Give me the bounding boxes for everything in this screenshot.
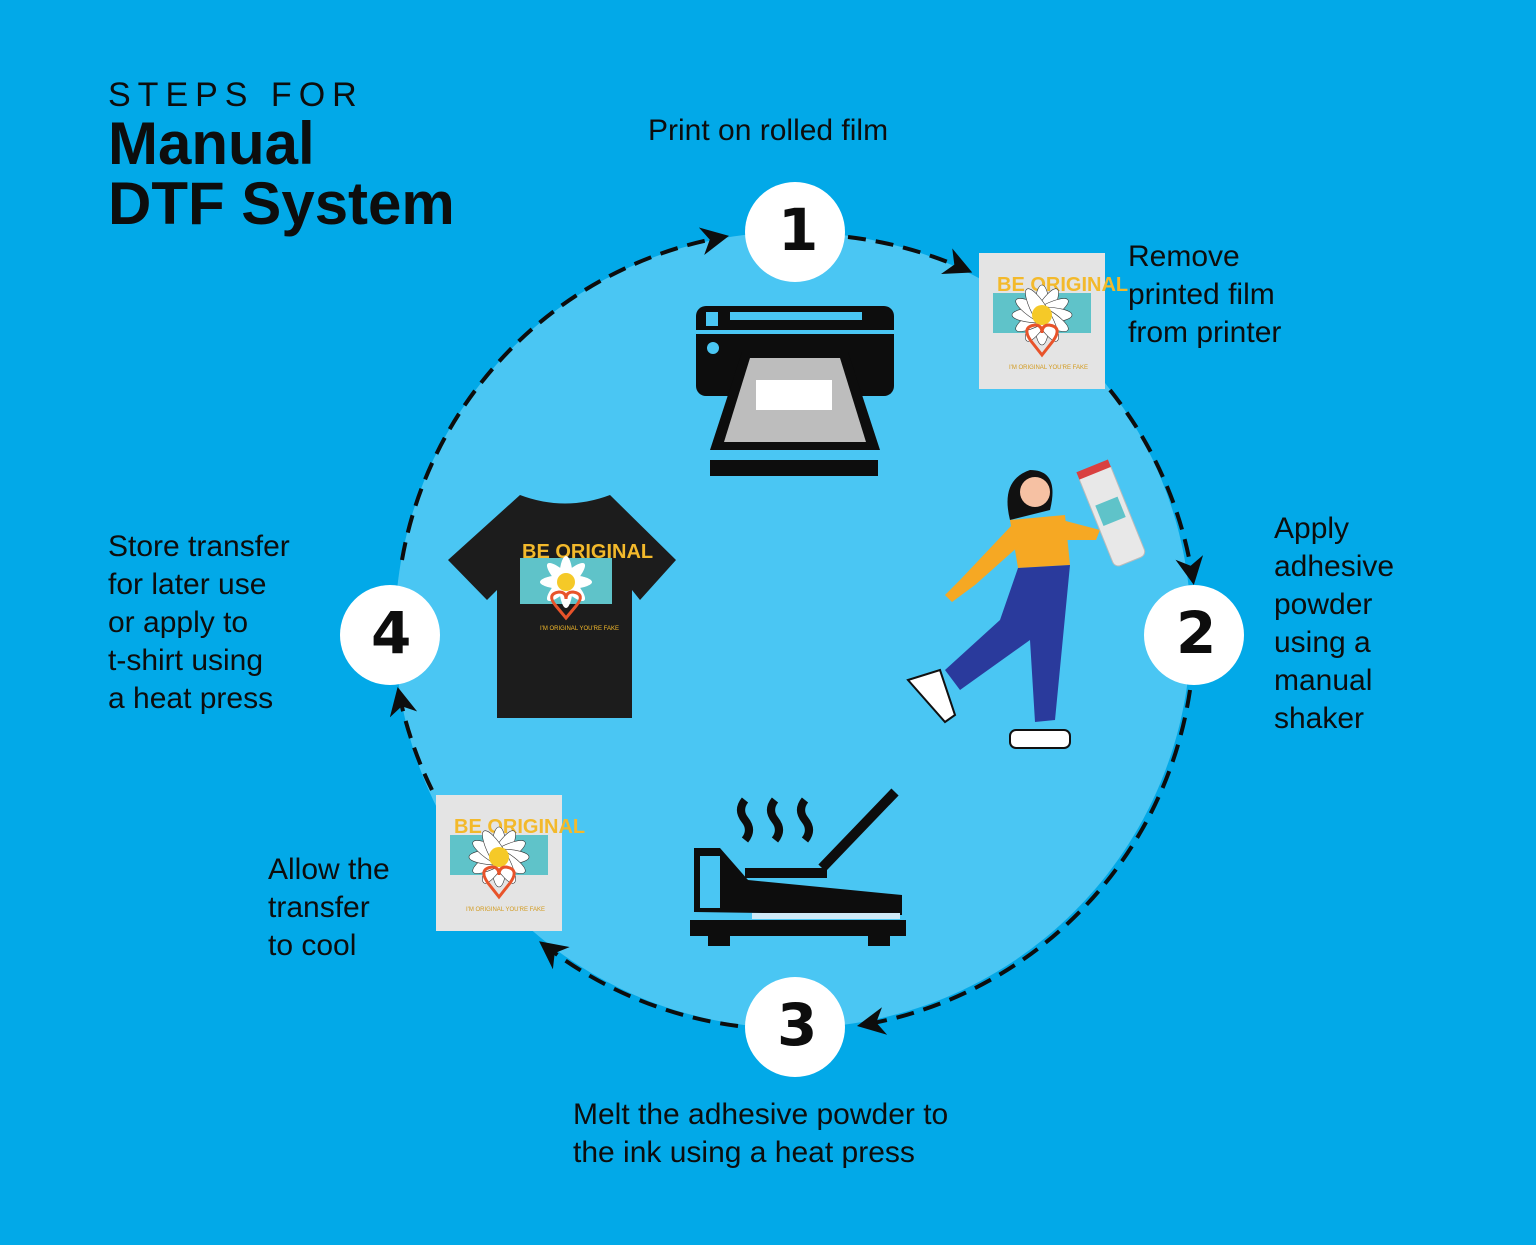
step-number-1: 1 bbox=[778, 196, 819, 264]
step-3-label: Melt the adhesive powder to the ink usin… bbox=[573, 1096, 948, 1172]
heat-press-icon bbox=[690, 788, 906, 946]
label-line: using a bbox=[1274, 626, 1371, 659]
label-line: from printer bbox=[1128, 316, 1282, 349]
label-line: Store transfer bbox=[108, 530, 290, 563]
page-title: Manual DTF System bbox=[108, 114, 455, 234]
arrow-1-to-film bbox=[847, 235, 973, 275]
step-1-label: Print on rolled film bbox=[648, 112, 888, 150]
label-line: transfer bbox=[268, 891, 370, 924]
title-line-system: DTF System bbox=[108, 170, 455, 237]
arrow-cool-to-4 bbox=[389, 687, 434, 791]
step-badge-4 bbox=[340, 585, 440, 685]
tshirt-illustration: BE ORIGINAL I'M ORIGINAL YOU'RE FAKE bbox=[448, 495, 676, 718]
label-line: for later use bbox=[108, 568, 267, 601]
label-line: the ink using a heat press bbox=[573, 1136, 915, 1169]
label-line: Apply bbox=[1274, 512, 1350, 545]
step-2-label: Apply adhesive powder using a manual sha… bbox=[1274, 510, 1394, 738]
label-line: a heat press bbox=[108, 682, 274, 715]
person-shaker-illustration bbox=[906, 459, 1146, 749]
svg-text:BE ORIGINAL: BE ORIGINAL bbox=[522, 541, 653, 563]
arrow-film-to-2 bbox=[1108, 388, 1204, 586]
label-line: adhesive bbox=[1274, 550, 1395, 583]
step-number-2: 2 bbox=[1176, 599, 1217, 667]
printed-film-illustration bbox=[977, 251, 1130, 391]
label-line: t-shirt using bbox=[108, 644, 264, 677]
arrow-3-to-cool bbox=[539, 941, 739, 1028]
label-line: to cool bbox=[268, 929, 357, 962]
label-line: or apply to bbox=[108, 606, 249, 639]
remove-film-label: Remove printed film from printer bbox=[1128, 238, 1281, 352]
arrow-2-to-3 bbox=[856, 689, 1192, 1035]
title-eyebrow: STEPS FOR bbox=[108, 76, 364, 114]
svg-text:I'M ORIGINAL YOU'RE FAKE: I'M ORIGINAL YOU'RE FAKE bbox=[540, 626, 619, 632]
cycle-circle bbox=[395, 232, 1191, 1028]
step-badge-3 bbox=[745, 977, 845, 1077]
cycle-arrows bbox=[389, 227, 1204, 1035]
title-line-manual: Manual bbox=[108, 110, 315, 177]
label-line: Remove bbox=[1128, 240, 1240, 273]
arrow-4-to-1 bbox=[400, 227, 729, 561]
printer-icon bbox=[696, 306, 894, 476]
label-line: manual bbox=[1274, 664, 1373, 697]
label-line: Melt the adhesive powder to bbox=[573, 1098, 949, 1131]
step-badge-1 bbox=[745, 182, 845, 282]
cool-label: Allow the transfer to cool bbox=[268, 851, 390, 965]
step-badge-2 bbox=[1144, 585, 1244, 685]
label-line: Print on rolled film bbox=[648, 114, 889, 147]
label-line: Allow the bbox=[268, 853, 390, 886]
step-number-4: 4 bbox=[371, 599, 412, 667]
label-line: printed film bbox=[1128, 278, 1275, 311]
label-line: shaker bbox=[1274, 702, 1365, 735]
step-4-label: Store transfer for later use or apply to… bbox=[108, 528, 290, 718]
label-line: powder bbox=[1274, 588, 1373, 621]
step-number-3: 3 bbox=[777, 991, 818, 1059]
